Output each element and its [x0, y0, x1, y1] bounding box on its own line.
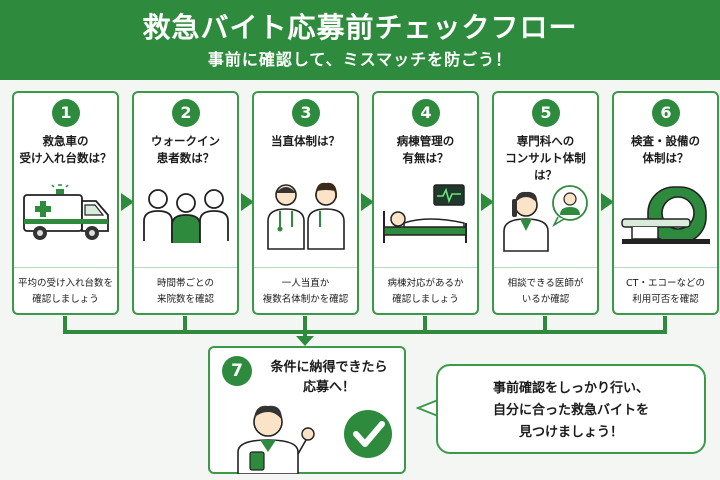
step-title-line: ウォークイン: [151, 134, 220, 148]
hospital-bed-icon: [383, 184, 467, 243]
step-card-6: 6 検査・設備の 体制は？ CT・エコーなどの 利用可否を確認: [612, 91, 719, 315]
patients-icon: [143, 189, 229, 243]
arrow-right-icon: [121, 193, 134, 211]
step-title: 当直体制は？: [256, 133, 355, 150]
step-card-1: 1 救急車の 受け入れ台数は？ 平均の受け入れ台数を 確認しましょう: [12, 91, 119, 315]
bubble-line: 自分に合った救急バイトを: [492, 403, 649, 418]
step-title: 専門科への コンサルト体制は？: [496, 133, 595, 184]
step-description: 一人当直か 複数名体制かを確認: [254, 267, 357, 308]
arrow-right-icon: [481, 193, 494, 211]
step-title-line: 専門科への: [516, 134, 575, 148]
step-number: 3: [292, 99, 320, 127]
step-title: 救急車の 受け入れ台数は？: [16, 133, 115, 167]
step-card-3: 3 当直体制は？ 一人当直か 複数名体制かを確認: [252, 91, 359, 315]
doctor-checkmark-icon: [237, 405, 392, 474]
step-description: 相談できる医師が いるか確認: [494, 267, 597, 308]
arrow-right-icon: [361, 193, 374, 211]
step-title-line: 条件に納得できたら: [270, 360, 388, 375]
step-number: 4: [412, 99, 440, 127]
step-title-line: 体制は？: [642, 151, 689, 165]
step-title-line: 応募へ！: [302, 380, 355, 395]
step-number: 7: [222, 356, 252, 386]
step-desc-line: CT・エコーなどの: [626, 278, 705, 289]
step-desc-line: 確認しましょう: [392, 294, 459, 305]
bubble-line: 見つけましょう！: [518, 425, 623, 440]
step-title: 病棟管理の 有無は？: [376, 133, 475, 167]
step-title-line: 患者数は？: [156, 151, 215, 165]
arrow-right-icon: [241, 193, 254, 211]
step-title: 条件に納得できたら 応募へ！: [260, 358, 398, 398]
page-subtitle: 事前に確認して、ミスマッチを防ごう！: [207, 50, 513, 69]
step-desc-line: 複数名体制かを確認: [262, 294, 349, 305]
step-number: 5: [532, 99, 560, 127]
step-title-line: 検査・設備の: [631, 134, 700, 148]
step-title-line: 受け入れ台数は？: [19, 151, 112, 165]
speech-bubble-tail-icon: [416, 399, 439, 417]
step-number: 2: [172, 99, 200, 127]
phone-consult-icon: [503, 185, 588, 252]
step-description: 平均の受け入れ台数を 確認しましょう: [14, 267, 117, 308]
step-description: 病棟対応があるか 確認しましょう: [374, 267, 477, 308]
step-title-line: 有無は？: [402, 151, 449, 165]
step-desc-line: 利用可否を確認: [632, 294, 699, 305]
header-banner: 救急バイト応募前チェックフロー 事前に確認して、ミスマッチを防ごう！: [0, 0, 720, 80]
step-title-line: 救急車の: [42, 134, 89, 148]
step-card-7: 7 条件に納得できたら 応募へ！: [208, 346, 406, 474]
step-title: ウォークイン 患者数は？: [136, 133, 235, 167]
step-description: CT・エコーなどの 利用可否を確認: [614, 267, 717, 308]
arrow-right-icon: [601, 193, 614, 211]
doctors-icon: [267, 182, 345, 250]
ambulance-icon: [23, 184, 109, 240]
step-desc-line: 来院数を確認: [156, 294, 214, 305]
step-title-line: 病棟管理の: [396, 134, 455, 148]
step-card-2: 2 ウォークイン 患者数は？ 時間帯ごとの 来院数を確認: [132, 91, 239, 315]
step-title-line: 当直体制は？: [271, 134, 340, 148]
step-desc-line: 病棟対応があるか: [387, 278, 464, 289]
step-description: 時間帯ごとの 来院数を確認: [134, 267, 237, 308]
step-title: 検査・設備の 体制は？: [616, 133, 715, 167]
speech-bubble: 事前確認をしっかり行い、 自分に合った救急バイトを 見つけましょう！: [436, 364, 706, 454]
step-desc-line: 相談できる医師が: [507, 278, 584, 289]
step-card-4: 4 病棟管理の 有無は？ 病棟対応があるか 確認しましょう: [372, 91, 479, 315]
step-number: 6: [652, 99, 680, 127]
bubble-line: 事前確認をしっかり行い、: [492, 381, 649, 396]
bubble-text: 事前確認をしっかり行い、 自分に合った救急バイトを 見つけましょう！: [444, 378, 698, 444]
ct-scanner-icon: [621, 186, 710, 244]
page-title: 救急バイト応募前チェックフロー: [142, 11, 578, 44]
step-number: 1: [52, 99, 80, 127]
step-desc-line: 一人当直か: [281, 278, 330, 289]
step-title-line: コンサルト体制は？: [505, 151, 586, 182]
step-card-5: 5 専門科への コンサルト体制は？ 相談できる医師が いるか確認: [492, 91, 599, 315]
step-desc-line: 平均の受け入れ台数を: [17, 278, 113, 289]
step-desc-line: 確認しましょう: [32, 294, 99, 305]
step-desc-line: 時間帯ごとの: [157, 278, 214, 289]
step-desc-line: いるか確認: [521, 294, 570, 305]
